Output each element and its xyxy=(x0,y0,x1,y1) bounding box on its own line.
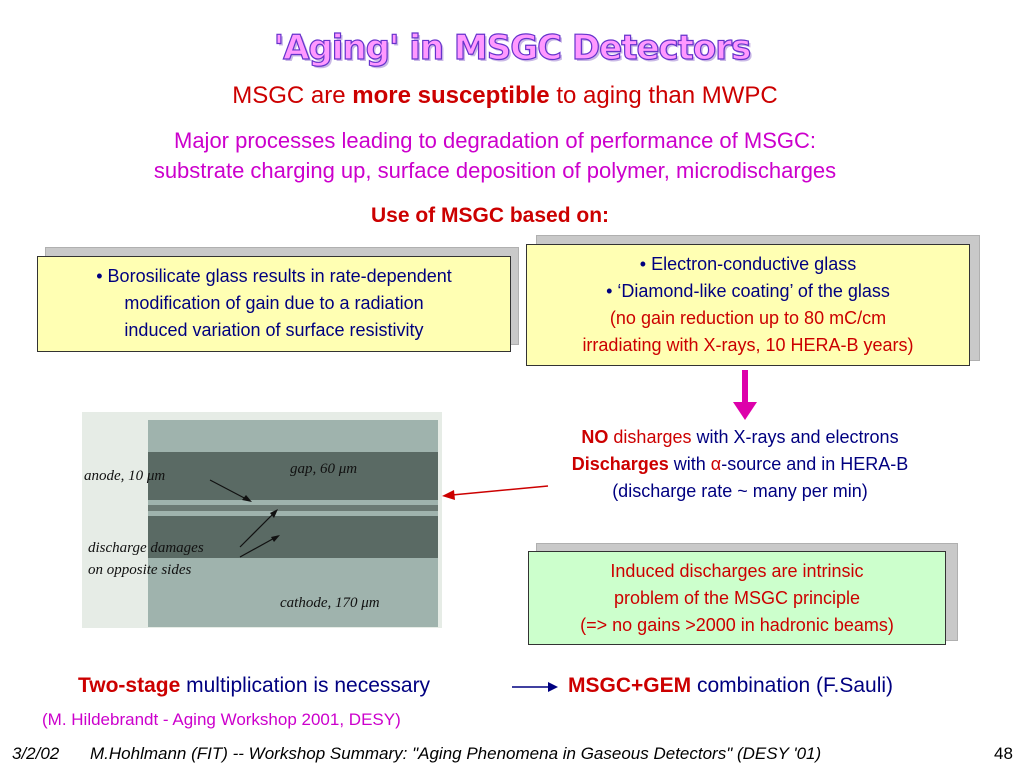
two-stage-rest: multiplication is necessary xyxy=(180,674,431,697)
page-number: 48 xyxy=(994,744,1013,763)
use-heading: Use of MSGC based on: xyxy=(370,204,610,227)
conductive-line2: • ‘Diamond-like coating’ of the glass xyxy=(606,281,890,301)
slide-title: 'Aging' in MSGC Detectors xyxy=(273,27,752,68)
cathode-label: cathode, 170 μm xyxy=(280,595,380,611)
processes-line2: substrate charging up, surface depositio… xyxy=(153,158,837,183)
right-arrow-icon xyxy=(512,682,558,692)
borosilicate-line1: • Borosilicate glass results in rate-dep… xyxy=(96,266,452,286)
alpha-symbol: α xyxy=(710,454,722,474)
borosilicate-box: • Borosilicate glass results in rate-dep… xyxy=(37,256,511,352)
subtitle-bold: more susceptible xyxy=(352,82,550,109)
microscope-photo: anode, 10 μm gap, 60 μm discharge damage… xyxy=(82,412,442,628)
no-discharges-word: disharges xyxy=(608,427,692,447)
damage-label-1: discharge damages xyxy=(88,540,204,556)
two-stage-line: Two-stage multiplication is necessary xyxy=(78,674,430,698)
msgc-gem-line: MSGC+GEM combination (F.Sauli) xyxy=(568,674,893,698)
gap-label: gap, 60 μm xyxy=(290,461,358,477)
damage-label-2: on opposite sides xyxy=(88,562,192,578)
down-arrow-icon xyxy=(733,370,757,420)
conductive-glass-box: • Electron-conductive glass • ‘Diamond-l… xyxy=(526,244,970,366)
intrinsic-box: Induced discharges are intrinsic problem… xyxy=(528,551,946,645)
conductive-line3: (no gain reduction up to 80 mC/cm xyxy=(609,308,887,328)
intrinsic-line3: (=> no gains >2000 in hadronic beams) xyxy=(580,615,894,635)
no-word: NO xyxy=(581,427,609,447)
no-discharges-rest: with X-rays and electrons xyxy=(691,427,899,447)
footer-text: M.Hohlmann (FIT) -- Workshop Summary: "A… xyxy=(90,744,822,763)
processes-line1: Major processes leading to degradation o… xyxy=(174,128,816,153)
left-arrow-icon xyxy=(442,485,549,500)
footer-date: 3/2/02 xyxy=(12,744,60,763)
conductive-line4: irradiating with X-rays, 10 HERA-B years… xyxy=(582,335,914,355)
borosilicate-line3: induced variation of surface resistivity xyxy=(124,320,424,340)
two-stage-bold: Two-stage xyxy=(78,674,181,697)
borosilicate-line2: modification of gain due to a radiation xyxy=(124,293,424,313)
subtitle-part1: MSGC are xyxy=(232,82,353,109)
msgc-gem-bold: MSGC+GEM xyxy=(568,674,692,697)
discharges-word: Discharges xyxy=(571,454,669,474)
conductive-line1: • Electron-conductive glass xyxy=(639,254,857,274)
photo-strip-bottom xyxy=(148,516,438,558)
discharges-rest: -source and in HERA-B xyxy=(721,454,909,474)
msgc-gem-rest: combination (F.Sauli) xyxy=(691,674,894,697)
subtitle-part2: to aging than MWPC xyxy=(549,82,778,109)
citation: (M. Hildebrandt - Aging Workshop 2001, D… xyxy=(42,710,401,729)
photo-anode-strip xyxy=(148,505,438,511)
intrinsic-line1: Induced discharges are intrinsic xyxy=(610,561,864,581)
anode-label: anode, 10 μm xyxy=(84,468,166,484)
no-discharges-line: NO disharges with X-rays and electrons xyxy=(500,424,980,451)
photo-strip-top xyxy=(148,452,438,500)
subtitle: MSGC are more susceptible to aging than … xyxy=(0,82,1010,110)
discharge-rate: (discharge rate ~ many per min) xyxy=(612,481,868,501)
intrinsic-line2: problem of the MSGC principle xyxy=(613,588,861,608)
photo-pointer-arrows xyxy=(209,479,280,558)
discharges-with: with xyxy=(668,454,711,474)
discharges-line: Discharges with α-source and in HERA-B xyxy=(500,451,980,478)
